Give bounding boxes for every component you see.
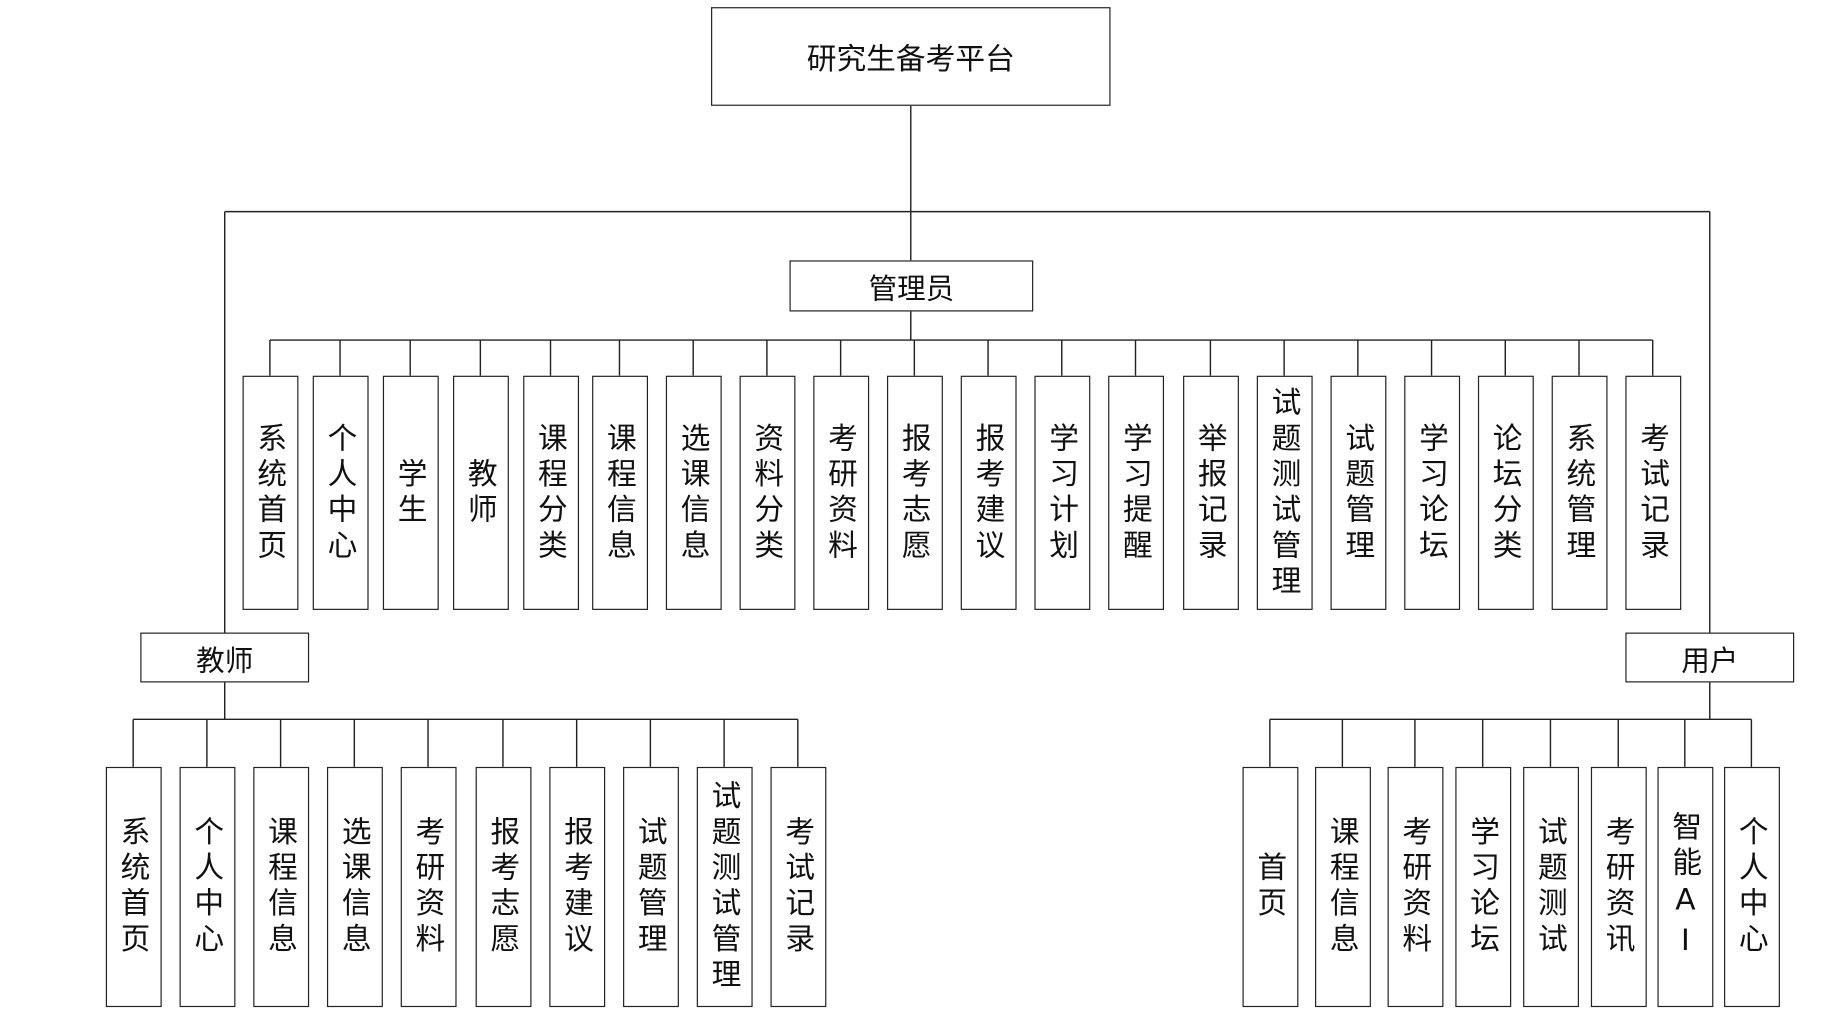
teacher-child-label: 报考志愿 [486, 815, 521, 959]
admin-child-node: 考研资料 [812, 375, 869, 610]
teacher-node: 教师 [140, 632, 310, 683]
user-child-label: 学习论坛 [1466, 815, 1501, 959]
admin-child-label: 学习计划 [1045, 421, 1080, 565]
admin-child-label: 系统管理 [1562, 421, 1597, 565]
admin-child-label: 考研资料 [823, 421, 859, 565]
teacher-child-label: 系统首页 [116, 815, 152, 959]
admin-child-label: 个人中心 [323, 421, 358, 565]
admin-child-label: 教师 [463, 457, 499, 529]
user-child-node: 学习论坛 [1454, 766, 1511, 1008]
user-child-label: 智能AI [1668, 810, 1703, 964]
admin-child-node: 课程信息 [591, 375, 648, 610]
admin-child-node: 报考建议 [960, 375, 1017, 610]
user-child-node: 试题测试 [1522, 766, 1579, 1008]
teacher-child-label: 课程信息 [263, 815, 299, 959]
teacher-child-node: 报考志愿 [475, 766, 531, 1008]
user-child-label: 考研资讯 [1601, 815, 1637, 959]
admin-child-node: 试题管理 [1329, 375, 1386, 610]
teacher-child-node: 试题测试管理 [696, 766, 753, 1008]
admin-child-label: 举报记录 [1193, 421, 1229, 565]
admin-child-label: 论坛分类 [1488, 421, 1524, 565]
root-label: 研究生备考平台 [806, 41, 1015, 76]
admin-child-label: 报考志愿 [897, 421, 933, 565]
admin-label: 管理员 [868, 272, 955, 306]
admin-child-node: 学习提醒 [1107, 375, 1164, 610]
teacher-child-label: 报考建议 [560, 815, 595, 959]
teacher-child-label: 个人中心 [190, 815, 225, 959]
user-child-node: 考研资料 [1386, 766, 1443, 1008]
teacher-child-node: 课程信息 [252, 766, 309, 1008]
user-child-label: 试题测试 [1533, 815, 1569, 959]
admin-child-node: 学生 [382, 375, 439, 610]
admin-child-node: 学习论坛 [1403, 375, 1460, 610]
user-child-label: 课程信息 [1325, 815, 1361, 959]
user-child-node: 智能AI [1656, 766, 1713, 1008]
teacher-child-node: 考试记录 [769, 766, 826, 1008]
admin-child-label: 学习提醒 [1118, 421, 1154, 565]
admin-child-label: 试题测试管理 [1267, 385, 1302, 600]
teacher-child-node: 报考建议 [548, 766, 605, 1008]
teacher-child-node: 试题管理 [622, 766, 679, 1008]
user-label: 用户 [1681, 643, 1739, 678]
teacher-child-label: 考试记录 [781, 815, 816, 959]
admin-child-label: 选课信息 [676, 421, 712, 565]
teacher-child-node: 选课信息 [326, 766, 383, 1008]
user-child-node: 考研资讯 [1590, 766, 1647, 1008]
admin-child-label: 课程信息 [602, 421, 638, 565]
admin-node: 管理员 [789, 260, 1034, 312]
admin-child-label: 学生 [393, 457, 429, 529]
user-child-label: 考研资料 [1398, 815, 1433, 959]
root-node: 研究生备考平台 [711, 7, 1111, 106]
admin-child-label: 系统首页 [253, 421, 288, 565]
user-child-node: 首页 [1241, 766, 1298, 1008]
user-child-node: 个人中心 [1723, 766, 1780, 1008]
admin-child-node: 试题测试管理 [1256, 375, 1313, 610]
admin-child-node: 举报记录 [1182, 375, 1239, 610]
teacher-child-label: 选课信息 [337, 815, 373, 959]
teacher-label: 教师 [196, 643, 254, 678]
admin-child-label: 课程分类 [533, 421, 569, 565]
admin-child-label: 学习论坛 [1414, 421, 1450, 565]
admin-child-node: 学习计划 [1033, 375, 1090, 610]
teacher-child-label: 试题测试管理 [707, 779, 742, 995]
admin-child-node: 报考志愿 [886, 375, 943, 610]
admin-child-node: 个人中心 [312, 375, 368, 610]
admin-child-node: 教师 [452, 375, 509, 610]
teacher-child-node: 考研资料 [400, 766, 456, 1008]
user-node: 用户 [1625, 632, 1795, 683]
user-child-label: 首页 [1253, 851, 1288, 923]
admin-child-node: 论坛分类 [1477, 375, 1534, 610]
admin-child-node: 课程分类 [522, 375, 579, 610]
user-child-node: 课程信息 [1314, 766, 1371, 1008]
teacher-child-node: 系统首页 [105, 766, 162, 1008]
admin-child-node: 考试记录 [1624, 375, 1681, 610]
teacher-child-label: 考研资料 [411, 815, 446, 959]
admin-child-node: 系统首页 [241, 375, 298, 610]
teacher-child-label: 试题管理 [633, 815, 669, 959]
admin-child-label: 试题管理 [1341, 421, 1376, 565]
teacher-child-node: 个人中心 [178, 766, 235, 1008]
admin-child-node: 选课信息 [665, 375, 722, 610]
user-child-label: 个人中心 [1734, 815, 1770, 959]
admin-child-label: 考试记录 [1636, 421, 1671, 565]
admin-child-label: 报考建议 [971, 421, 1006, 565]
admin-child-node: 资料分类 [738, 375, 795, 610]
admin-child-node: 系统管理 [1551, 375, 1607, 610]
admin-child-label: 资料分类 [750, 421, 785, 565]
